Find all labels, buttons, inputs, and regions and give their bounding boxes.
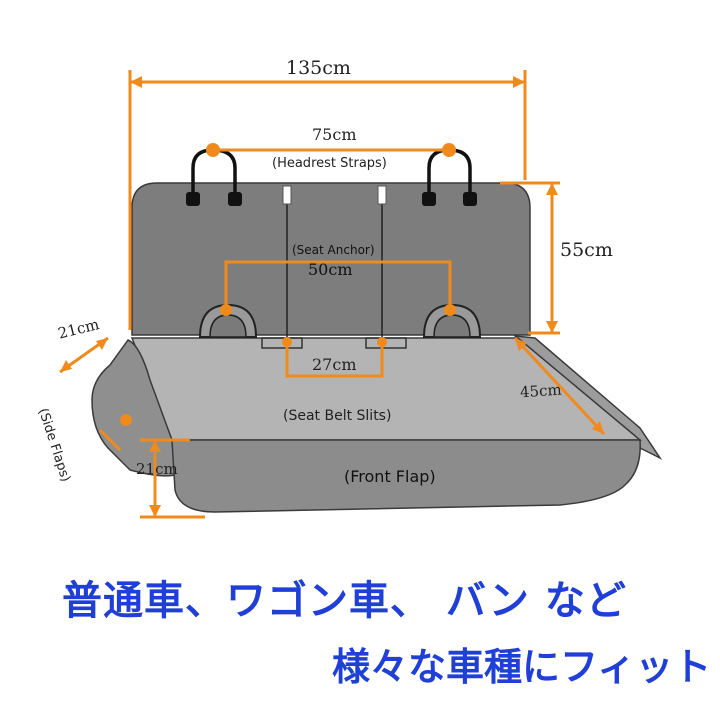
label-seat-belt-slits: (Seat Belt Slits) — [283, 408, 391, 424]
anchor-dots — [120, 143, 456, 426]
dim-headrest-span: 75cm — [312, 125, 357, 144]
front-flap — [171, 439, 641, 513]
caption-line-2: 様々な車種にフィット — [332, 645, 712, 689]
dim-back-height: 55cm — [560, 239, 613, 261]
dimension-lines — [59, 70, 606, 519]
seat-anchor-right — [422, 303, 482, 338]
dim-front-flap-height: 21cm — [136, 460, 178, 478]
label-front-flap: (Front Flap) — [344, 467, 436, 486]
hanging-strap-right — [377, 185, 387, 338]
dim-anchor-span: 50cm — [308, 260, 353, 279]
headrest-strap-right — [422, 148, 477, 206]
label-side-flaps: (Side Flaps) — [35, 406, 73, 483]
dimension-arrowheads — [60, 76, 604, 517]
label-seat-anchor: (Seat Anchor) — [292, 243, 375, 257]
seat-belt-slit-right — [365, 337, 407, 349]
dim-side-flap-width: 21cm — [56, 315, 101, 343]
seat-belt-slit-left — [261, 337, 303, 349]
back-panel — [131, 182, 531, 336]
caption-line-1: 普通車、ワゴン車、 バン など — [62, 578, 627, 624]
seat-anchor-left — [198, 303, 258, 338]
label-headrest-straps: (Headrest Straps) — [272, 156, 387, 171]
dim-total-width: 135cm — [286, 57, 351, 79]
dim-seat-depth: 45cm — [519, 381, 562, 402]
dim-slit-span: 27cm — [312, 355, 357, 374]
hanging-strap-left — [282, 185, 292, 338]
